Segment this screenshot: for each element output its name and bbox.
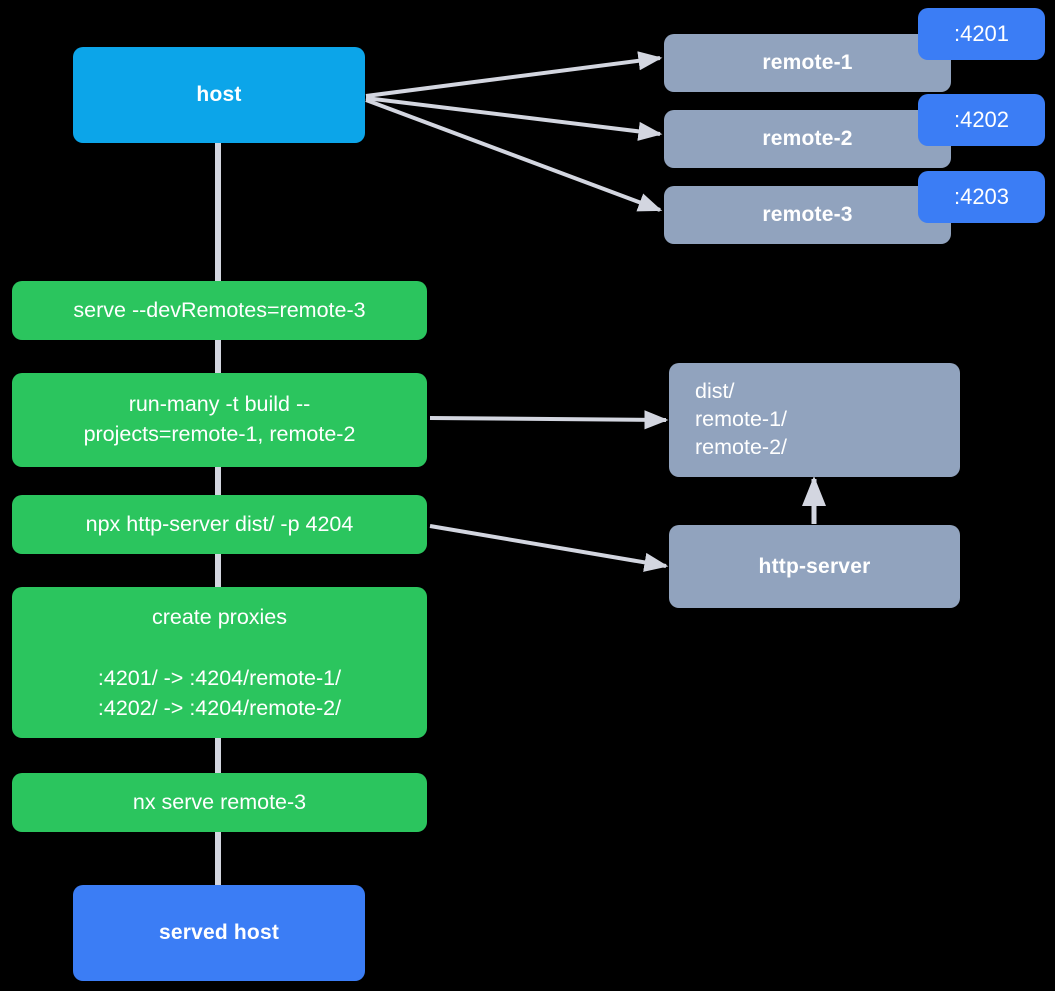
badge-port-remote-1[interactable]: :4201 — [918, 8, 1045, 60]
node-dist-folder[interactable]: dist/ remote-1/ remote-2/ — [669, 363, 960, 477]
node-command-serve[interactable]: serve --devRemotes=remote-3 — [12, 281, 427, 340]
badge-port-remote-2[interactable]: :4202 — [918, 94, 1045, 146]
edge-runmany-to-dist — [429, 410, 669, 430]
node-remote-1[interactable]: remote-1 — [664, 34, 951, 92]
node-http-server[interactable]: http-server — [669, 525, 960, 608]
node-command-create-proxies[interactable]: create proxies :4201/ -> :4204/remote-1/… — [12, 587, 427, 738]
node-served-host[interactable]: served host — [73, 885, 365, 981]
badge-port-remote-3[interactable]: :4203 — [918, 171, 1045, 223]
edge-host-remote-2 — [365, 96, 663, 141]
node-command-run-many[interactable]: run-many -t build -- projects=remote-1, … — [12, 373, 427, 467]
edge-npx-to-httpserver — [429, 524, 669, 572]
edge-host-remote-3 — [365, 98, 663, 212]
node-command-npx-http-server[interactable]: npx http-server dist/ -p 4204 — [12, 495, 427, 554]
edge-host-remote-1 — [365, 51, 663, 98]
node-remote-2[interactable]: remote-2 — [664, 110, 951, 168]
node-remote-3[interactable]: remote-3 — [664, 186, 951, 244]
node-command-nx-serve-remote-3[interactable]: nx serve remote-3 — [12, 773, 427, 832]
node-host[interactable]: host — [73, 47, 365, 143]
